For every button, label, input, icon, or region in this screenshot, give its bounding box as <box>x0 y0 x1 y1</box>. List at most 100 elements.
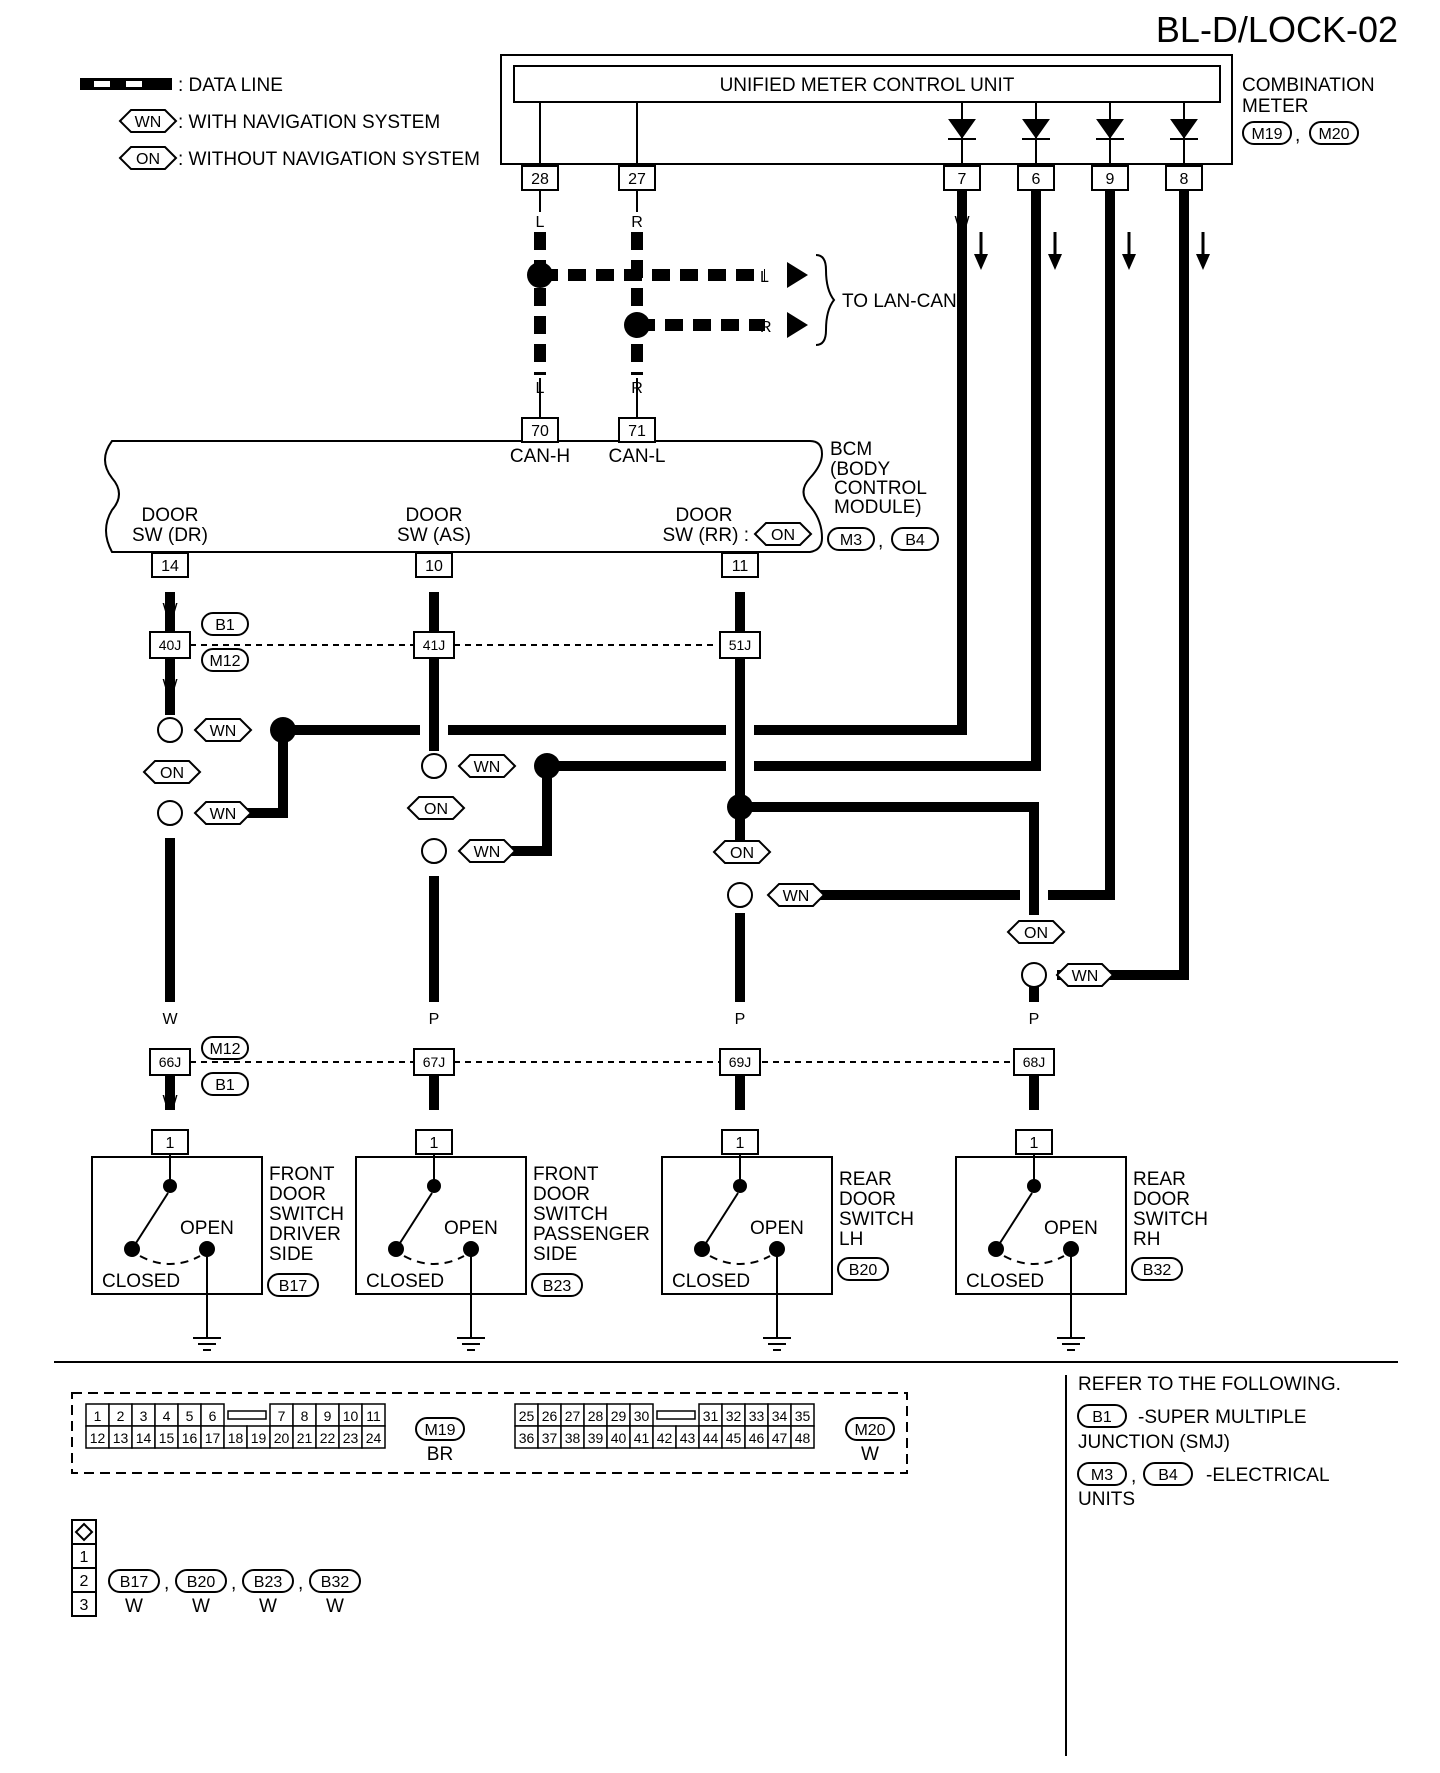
junction-40j: 40J <box>159 637 182 653</box>
pin-7: 7 <box>958 171 967 188</box>
switch-conn-color-4: W <box>326 1596 344 1617</box>
cavity-number: 30 <box>634 1408 650 1424</box>
junction-top-m12-tag: M12 <box>201 648 249 672</box>
connector-b32-tag: B32 <box>1131 1257 1183 1281</box>
switch-conn-b20-tag: B20 <box>175 1569 227 1593</box>
connector-m19-tag: M19 <box>1242 121 1292 145</box>
cavity-number: 44 <box>703 1430 719 1446</box>
switch-conn-pin-3: 3 <box>80 1597 89 1614</box>
page-title: BL-D/LOCK-02 <box>1156 9 1398 50</box>
switch-name-2: DOOR <box>533 1184 590 1205</box>
cavity-number: 16 <box>182 1430 198 1446</box>
on-tag: ON <box>406 796 466 820</box>
svg-text:M12: M12 <box>209 1041 240 1058</box>
can-color-l: L <box>536 380 545 397</box>
switch-name-4: RH <box>1133 1229 1160 1250</box>
switch-closed-label: CLOSED <box>102 1271 180 1292</box>
bcm-on-tag: ON <box>753 522 813 546</box>
cavity-number: 11 <box>366 1408 381 1424</box>
pin-14: 14 <box>161 558 179 575</box>
cavity-number: 32 <box>726 1408 742 1424</box>
wn-tag: WN <box>193 801 253 825</box>
svg-text:,: , <box>1131 1466 1136 1487</box>
junction-bottom-m12-tag: M12 <box>201 1036 249 1060</box>
cavity-number: 22 <box>320 1430 336 1446</box>
junction-69j: 69J <box>729 1054 752 1070</box>
wire-color-w: W <box>162 601 178 618</box>
svg-text:B20: B20 <box>849 1262 878 1279</box>
refer-block: REFER TO THE FOLLOWING. B1 -SUPER MULTIP… <box>1077 1374 1341 1510</box>
svg-text:,: , <box>298 1573 303 1594</box>
wn-tags: WN WN WN WN WN WN <box>193 718 1115 987</box>
connector-m20-color: W <box>861 1444 879 1465</box>
cavity-number: 17 <box>205 1430 221 1446</box>
svg-text:ON: ON <box>424 801 448 818</box>
legend-wn-tag: WN <box>118 109 178 133</box>
svg-text:B4: B4 <box>905 532 925 549</box>
switch-name-3: SWITCH <box>269 1204 344 1225</box>
junction-68j: 68J <box>1023 1054 1046 1070</box>
cavity-number: 12 <box>90 1430 106 1446</box>
cavity-number: 48 <box>795 1430 811 1446</box>
switch-name-4: LH <box>839 1229 863 1250</box>
on-tag: ON <box>1006 920 1066 944</box>
svg-text:M19: M19 <box>424 1422 455 1439</box>
wire-color-r: R <box>631 214 643 231</box>
can-l-label: CAN-L <box>608 446 665 467</box>
door-sw-dr: SW (DR) <box>132 525 208 546</box>
cavity-number: 15 <box>159 1430 175 1446</box>
cavity-number: 33 <box>749 1408 765 1424</box>
wire-color-p: P <box>735 1093 746 1110</box>
switch-conn-pin-2: 2 <box>80 1573 89 1590</box>
cavity-number: 19 <box>251 1430 267 1446</box>
svg-text:ON: ON <box>160 765 184 782</box>
cavity-number: 5 <box>186 1408 194 1424</box>
junction-row-bottom: W P P P 66J 67J 69J 68J M12 B1 W P P P <box>149 1011 1055 1110</box>
svg-text:,: , <box>1295 125 1300 146</box>
wire-color-p: P <box>735 1011 746 1028</box>
bcm-name-1: BCM <box>830 439 872 460</box>
on-tags: ON ON ON ON <box>142 760 1066 944</box>
svg-text:WN: WN <box>474 759 501 776</box>
switch-name-1: REAR <box>839 1169 892 1190</box>
wire-color-p: P <box>1029 1011 1040 1028</box>
junction-51j: 51J <box>729 637 752 653</box>
svg-text:B20: B20 <box>187 1574 216 1591</box>
svg-text:B1: B1 <box>1092 1409 1112 1426</box>
svg-text:M12: M12 <box>209 653 240 670</box>
refer-m3-tag: M3 <box>1077 1462 1127 1486</box>
wn-tag: WN <box>193 718 253 742</box>
door-switch-driver: 1 OPEN CLOSED FRONT DOOR SWITCH DRIVER S… <box>91 1129 344 1351</box>
wire-color-w: W <box>162 1011 178 1028</box>
svg-text:B1: B1 <box>215 1077 235 1094</box>
switch-conn-pin-1: 1 <box>80 1549 89 1566</box>
switch-connector-view: 1 2 3 B17 , B20 , B23 , B32 W W W W <box>71 1519 361 1617</box>
switch-pin: 1 <box>430 1135 439 1152</box>
junction-41j: 41J <box>423 637 446 653</box>
bcm-name-4: MODULE) <box>834 497 922 518</box>
connector-b20-tag: B20 <box>837 1257 889 1281</box>
cavity-number: 10 <box>343 1408 359 1424</box>
svg-text:B23: B23 <box>543 1278 572 1295</box>
cavity-number: 43 <box>680 1430 696 1446</box>
switch-conn-b32-tag: B32 <box>309 1569 361 1593</box>
on-tag: ON <box>712 840 772 864</box>
svg-text:M20: M20 <box>1318 126 1349 143</box>
connector-b23-tag: B23 <box>531 1273 583 1297</box>
meter-name-1: COMBINATION <box>1242 75 1375 96</box>
svg-text:B23: B23 <box>254 1574 283 1591</box>
svg-text:M20: M20 <box>854 1422 885 1439</box>
cavity-number: 9 <box>324 1408 332 1424</box>
switch-conn-color-1: W <box>125 1596 143 1617</box>
combination-meter: UNIFIED METER CONTROL UNIT COMBINATION M… <box>500 54 1375 165</box>
switch-name-3: SWITCH <box>533 1204 608 1225</box>
to-lan-can-label: TO LAN-CAN <box>842 291 957 312</box>
svg-text:B32: B32 <box>1143 1262 1172 1279</box>
junction-67j: 67J <box>423 1054 446 1070</box>
wire-color-p: P <box>735 601 746 618</box>
cavity-number: 31 <box>703 1408 719 1424</box>
cavity-number: 24 <box>366 1430 382 1446</box>
down-arrows <box>974 232 1210 270</box>
